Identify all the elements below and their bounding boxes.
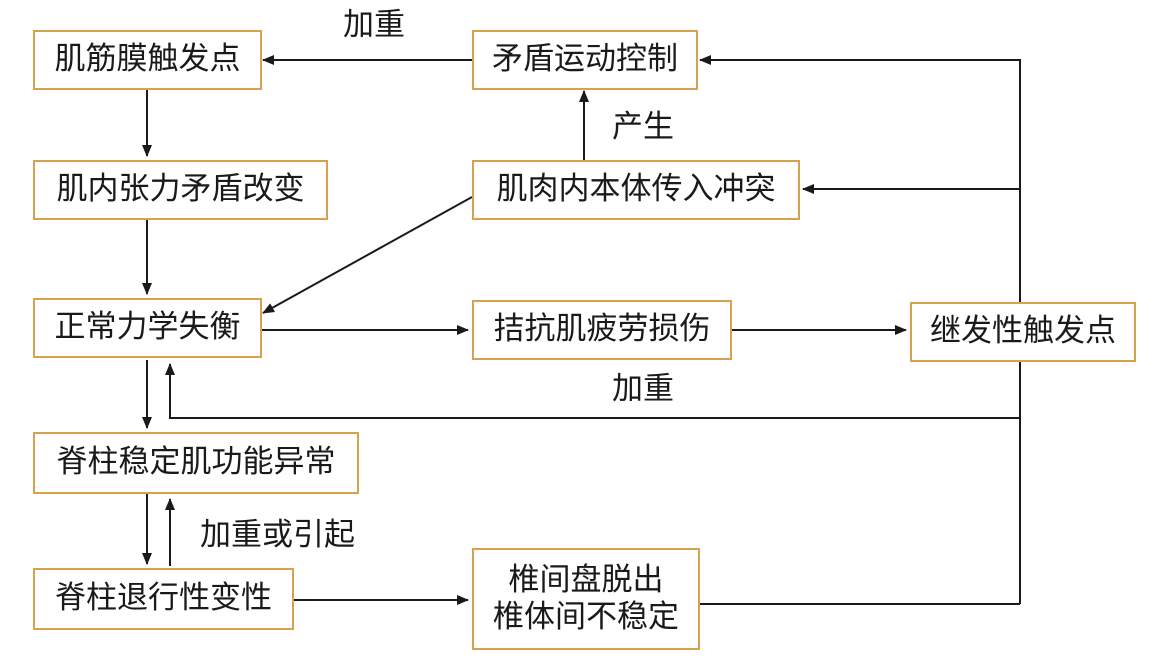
node-myofascial-trigger-point: 肌筋膜触发点 [33, 30, 262, 90]
node-antagonist-fatigue-injury: 拮抗肌疲劳损伤 [472, 300, 732, 360]
node-label: 肌内张力矛盾改变 [56, 171, 305, 208]
node-label: 脊柱退行性变性 [55, 580, 272, 617]
node-label: 肌肉内本体传入冲突 [496, 171, 776, 208]
node-proprioceptive-conflict: 肌肉内本体传入冲突 [472, 160, 800, 220]
node-label-line1: 椎间盘脱出 [508, 561, 664, 598]
node-spinal-stabilizer-dysfunction: 脊柱稳定肌功能异常 [33, 432, 359, 494]
node-mechanical-imbalance: 正常力学失衡 [33, 298, 262, 358]
node-disc-herniation-instability: 椎间盘脱出 椎体间不稳定 [472, 548, 700, 650]
arrow-secondary-to-control [699, 55, 1021, 302]
node-secondary-trigger-point: 继发性触发点 [910, 302, 1136, 362]
node-antagonist-motor-control: 矛盾运动控制 [472, 30, 698, 90]
node-label-line2: 椎体间不稳定 [493, 599, 679, 635]
arrow-conflict-to-imbalance [262, 196, 473, 314]
node-spinal-degeneration: 脊柱退行性变性 [33, 568, 294, 630]
node-label: 矛盾运动控制 [492, 41, 678, 78]
node-muscle-tension-change: 肌内张力矛盾改变 [33, 160, 328, 220]
node-label: 正常力学失衡 [54, 309, 241, 346]
node-label: 脊柱稳定肌功能异常 [56, 444, 336, 481]
node-label: 肌筋膜触发点 [54, 41, 241, 78]
arrow-secondary-to-imbalance [165, 363, 1020, 419]
node-label: 拮抗肌疲劳损伤 [493, 311, 711, 348]
edge-label-aggravate-middle: 加重 [612, 371, 674, 407]
edge-label-produce: 产生 [612, 109, 674, 145]
node-label: 继发性触发点 [930, 313, 1116, 350]
edge-label-aggravate-top: 加重 [343, 7, 405, 43]
edge-label-aggravate-or-cause: 加重或引起 [200, 517, 355, 553]
